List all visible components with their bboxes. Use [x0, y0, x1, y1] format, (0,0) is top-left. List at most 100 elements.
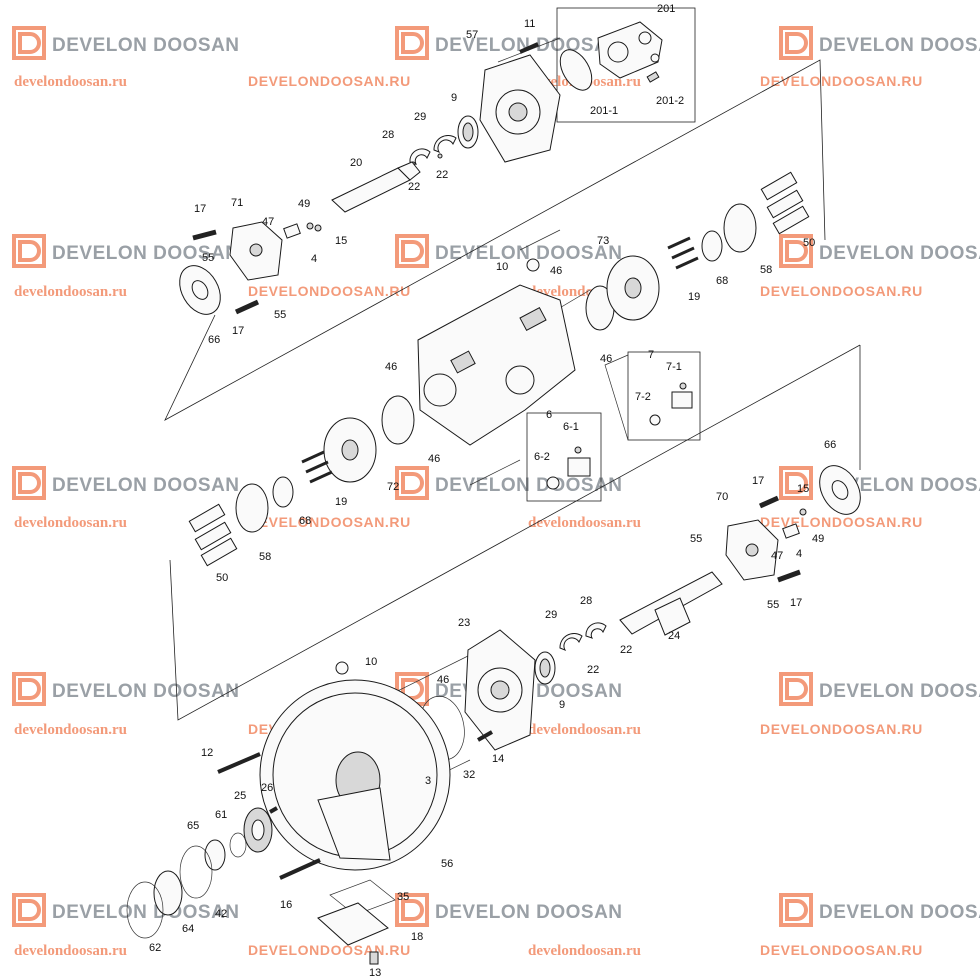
plug-17	[234, 299, 260, 315]
watermark-url: DEVELONDOOSAN.RU	[760, 721, 923, 737]
logo-mark-1	[12, 26, 46, 60]
watermark-url: DEVELONDOOSAN.RU	[760, 73, 923, 89]
spacer-29	[433, 135, 457, 153]
callout-46: 46	[550, 265, 562, 277]
callout-9: 9	[451, 92, 457, 104]
callout-23: 23	[458, 617, 470, 629]
ball-guide-68	[272, 476, 294, 508]
callout-15: 15	[335, 235, 347, 247]
callout-56: 56	[441, 858, 453, 870]
plug-49	[306, 222, 314, 230]
callout-26: 26	[261, 782, 273, 794]
callout-4: 4	[796, 548, 802, 560]
coupling-25-hub	[251, 819, 265, 841]
logo-mark-15	[779, 893, 813, 927]
shaft-24	[619, 571, 723, 636]
pistons-50-lower	[188, 503, 238, 567]
logo-mark-6	[779, 234, 813, 268]
plug-17	[758, 495, 780, 509]
callout-46: 46	[428, 453, 440, 465]
callout-22: 22	[436, 169, 448, 181]
watermark-brand: DEVELON DOOSAN	[52, 475, 240, 496]
pin-22	[437, 153, 443, 159]
callout-201-1: 201-1	[590, 105, 618, 117]
callout-47: 47	[262, 216, 274, 228]
callout-4: 4	[311, 253, 317, 265]
watermark-brand: DEVELON DOOSAN	[52, 681, 240, 702]
logo-mark-8	[395, 466, 429, 500]
callout-66: 66	[824, 439, 836, 451]
callout-50: 50	[216, 572, 228, 584]
swash-plate-70	[725, 519, 779, 581]
shaft-20	[331, 161, 421, 213]
callout-46: 46	[385, 361, 397, 373]
detail-box-201	[556, 7, 696, 123]
callout-73: 73	[597, 235, 609, 247]
o-ring-201-1	[559, 49, 593, 91]
callout-65: 65	[187, 820, 199, 832]
callout-55: 55	[690, 533, 702, 545]
cylinder-block-lower	[323, 417, 377, 483]
snap-ring-61	[229, 832, 247, 858]
eye-bolt-10	[335, 661, 349, 675]
callout-70: 70	[716, 491, 728, 503]
callout-3: 3	[425, 775, 431, 787]
callout-201-2: 201-2	[656, 95, 684, 107]
watermark-brand: DEVELON DOOSAN	[435, 35, 623, 56]
callout-7: 7	[648, 349, 654, 361]
watermark-brand: DEVELON DOOSAN	[435, 475, 623, 496]
watermark-brand: DEVELON DOOSAN	[435, 902, 623, 923]
spring-19-lower	[301, 450, 333, 484]
callout-28: 28	[580, 595, 592, 607]
bolt-11	[519, 42, 539, 54]
callout-15: 15	[797, 483, 809, 495]
cover-23	[464, 629, 536, 751]
callout-32: 32	[463, 769, 475, 781]
plate-18	[317, 902, 389, 946]
regulator-valve-201	[597, 21, 663, 79]
callout-25: 25	[234, 790, 246, 802]
callout-49: 49	[298, 198, 310, 210]
bolt-13	[369, 951, 379, 965]
solenoid-7	[671, 391, 693, 409]
watermark-brand: DEVELON DOOSAN	[819, 243, 980, 264]
piston-47	[782, 523, 800, 539]
callout-66: 66	[208, 334, 220, 346]
callout-68: 68	[716, 275, 728, 287]
solenoid-6	[567, 457, 591, 477]
watermark-url: DEVELONDOOSAN.RU	[248, 73, 411, 89]
spacer-28	[585, 622, 607, 639]
watermark-brand: DEVELON DOOSAN	[52, 243, 240, 264]
callout-42: 42	[215, 908, 227, 920]
spring-19	[667, 236, 699, 270]
snap-ring-62	[126, 881, 164, 939]
watermark-url: DEVELONDOOSAN.RU	[248, 514, 411, 530]
bearing-9	[457, 115, 479, 149]
callout-201: 201	[657, 3, 675, 15]
callout-17: 17	[232, 325, 244, 337]
watermark-url: develondoosan.ru	[14, 284, 127, 300]
callout-55: 55	[274, 309, 286, 321]
retainer-58	[723, 203, 757, 253]
bolt-12	[217, 752, 261, 774]
callout-10: 10	[365, 656, 377, 668]
callout-49: 49	[812, 533, 824, 545]
cover-64	[153, 870, 183, 916]
watermark-layer: DEVELON DOOSAN DEVELON DOOSAN DEVELON DO…	[12, 26, 980, 959]
watermark-url: develondoosan.ru	[528, 943, 641, 959]
callout-46: 46	[600, 353, 612, 365]
detail-box-7	[627, 351, 701, 441]
callout-17: 17	[752, 475, 764, 487]
valve-plate-72	[381, 395, 415, 445]
logo-mark-7	[12, 466, 46, 500]
watermark-url: develondoosan.ru	[14, 515, 127, 531]
callout-6-2: 6-2	[534, 451, 550, 463]
logo-mark-14	[395, 893, 429, 927]
callout-29: 29	[414, 111, 426, 123]
spacer-28	[409, 148, 431, 165]
plug-201-2	[646, 71, 660, 83]
callout-71: 71	[231, 197, 243, 209]
plug-17	[777, 569, 801, 583]
callout-19: 19	[688, 291, 700, 303]
